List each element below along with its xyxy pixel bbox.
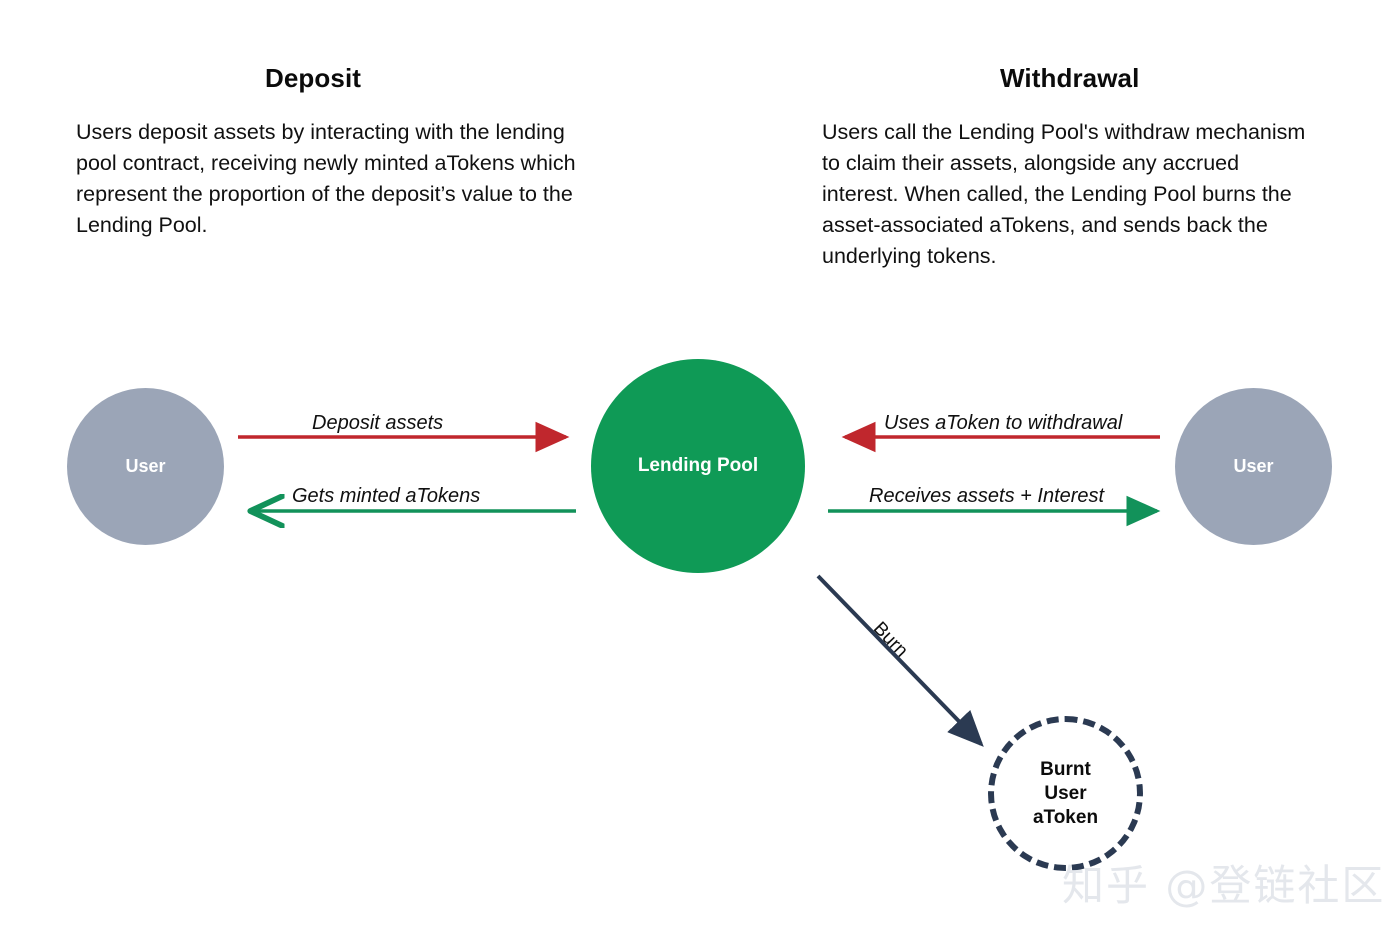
flow-label-gets-minted-atokens: Gets minted aTokens — [292, 485, 481, 507]
burnt-label-line-1: Burnt — [1040, 758, 1091, 780]
watermark: 知乎 @登链社区 — [1062, 861, 1386, 910]
flow-label-deposit-assets: Deposit assets — [312, 412, 444, 434]
deposit-column-description: Users deposit assets by interacting with… — [76, 120, 576, 237]
deposit-column-heading: Deposit — [265, 63, 362, 93]
withdrawal-column-heading: Withdrawal — [1000, 63, 1140, 93]
node-user-right-label: User — [1233, 456, 1274, 476]
flow-label-receives-assets-interest: Receives assets + Interest — [869, 485, 1105, 507]
node-user-right[interactable]: User — [1175, 388, 1332, 545]
burnt-label-line-3: aToken — [1032, 806, 1099, 828]
withdrawal-column-description: Users call the Lending Pool's withdraw m… — [822, 120, 1306, 268]
node-burnt-user-atoken[interactable]: Burnt User aToken — [988, 716, 1143, 871]
node-user-left-label: User — [125, 456, 166, 476]
node-lending-pool[interactable]: Lending Pool — [591, 359, 805, 573]
flow-label-uses-atoken-to-withdrawal: Uses aToken to withdrawal — [884, 412, 1123, 434]
node-user-left[interactable]: User — [67, 388, 224, 545]
node-lending-pool-label: Lending Pool — [637, 455, 759, 476]
burnt-label-line-2: User — [1044, 782, 1087, 804]
node-burnt-user-atoken-label: Burnt User aToken — [1033, 758, 1098, 830]
arrow-burn — [816, 574, 984, 747]
